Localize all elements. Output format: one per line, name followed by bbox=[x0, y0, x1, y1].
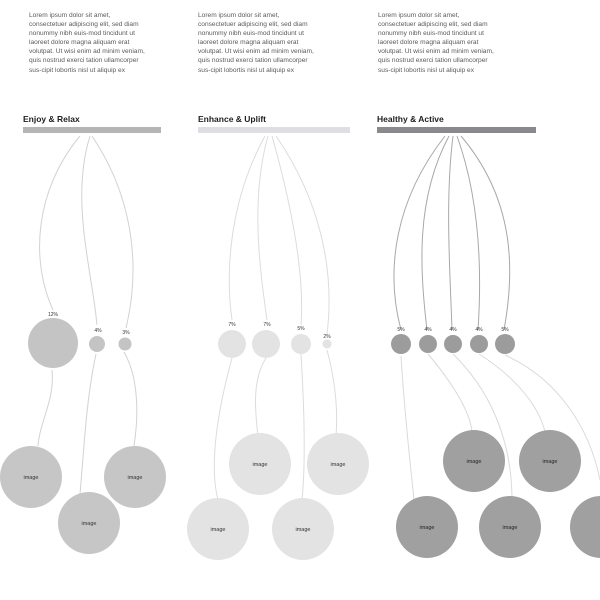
branch-line bbox=[79, 353, 97, 495]
branch-line bbox=[228, 135, 266, 321]
image-placeholder bbox=[570, 496, 600, 558]
percent-node bbox=[218, 330, 246, 358]
percent-node bbox=[419, 335, 437, 353]
percent-node bbox=[252, 330, 280, 358]
branch-line bbox=[400, 355, 415, 501]
image-node-group: image image image image bbox=[396, 430, 600, 558]
branch-line bbox=[81, 135, 98, 326]
branch-line bbox=[123, 351, 138, 447]
branch-group-healthy-active bbox=[393, 135, 511, 331]
column-description: Lorem ipsum dolor sit amet, consectetuer… bbox=[378, 12, 494, 74]
image-label: image bbox=[128, 475, 143, 481]
image-label: image bbox=[331, 462, 346, 468]
image-label: image bbox=[503, 525, 518, 531]
percent-node bbox=[495, 334, 515, 354]
percent-label: 4% bbox=[424, 327, 432, 333]
percent-label: 2% bbox=[323, 334, 331, 340]
percent-node-group: 7% 7% 5% 2% bbox=[218, 322, 332, 358]
branch-line bbox=[271, 135, 303, 326]
image-label: image bbox=[82, 521, 97, 527]
percent-label: 4% bbox=[449, 327, 457, 333]
percent-node-group: 12% 4% 3% bbox=[28, 312, 132, 368]
branch-line bbox=[421, 135, 450, 331]
percent-label: 5% bbox=[297, 326, 305, 332]
percent-node bbox=[28, 318, 78, 368]
column-bar-healthy-active bbox=[377, 127, 536, 133]
column-title-enhance-uplift: Enhance & Uplift bbox=[198, 114, 267, 124]
branch-line bbox=[460, 135, 511, 331]
percent-label: 7% bbox=[263, 322, 271, 328]
branch-group-enjoy-relax bbox=[37, 135, 138, 495]
branch-line bbox=[456, 135, 481, 331]
branch-group-enhance-uplift bbox=[213, 135, 338, 501]
percent-label: 5% bbox=[397, 327, 405, 333]
column-title-healthy-active: Healthy & Active bbox=[377, 114, 444, 124]
branch-line bbox=[213, 357, 233, 501]
branch-line bbox=[37, 369, 53, 447]
branch-line bbox=[504, 354, 600, 481]
image-node-group: image image image image bbox=[187, 433, 369, 560]
percent-node bbox=[470, 335, 488, 353]
column-bar-enhance-uplift bbox=[198, 127, 350, 133]
image-label: image bbox=[296, 527, 311, 533]
percent-node bbox=[89, 336, 105, 352]
branch-line bbox=[91, 135, 134, 329]
percent-label: 4% bbox=[475, 327, 483, 333]
image-placeholder bbox=[443, 430, 505, 492]
branch-line bbox=[300, 353, 305, 501]
image-label: image bbox=[543, 459, 558, 465]
percent-node bbox=[291, 334, 311, 354]
column-bar-enjoy-relax bbox=[23, 127, 161, 133]
column-title-enjoy-relax: Enjoy & Relax bbox=[23, 114, 80, 124]
branch-line bbox=[393, 135, 446, 331]
branch-line bbox=[448, 135, 454, 331]
percent-label: 7% bbox=[228, 322, 236, 328]
image-placeholder bbox=[0, 446, 62, 508]
percent-label: 12% bbox=[48, 312, 59, 318]
column-description: Lorem ipsum dolor sit amet, consectetuer… bbox=[29, 12, 145, 74]
image-label: image bbox=[253, 462, 268, 468]
column-description: Lorem ipsum dolor sit amet, consectetuer… bbox=[198, 12, 314, 74]
image-placeholder bbox=[479, 496, 541, 558]
image-node-group: image image image bbox=[0, 446, 166, 554]
percent-node bbox=[391, 334, 411, 354]
branch-line bbox=[478, 353, 546, 433]
branch-line bbox=[39, 135, 81, 311]
percent-label: 4% bbox=[94, 328, 102, 334]
percent-node bbox=[118, 337, 132, 351]
percent-label: 5% bbox=[501, 327, 509, 333]
image-placeholder bbox=[272, 498, 334, 560]
image-label: image bbox=[467, 459, 482, 465]
image-placeholder bbox=[396, 496, 458, 558]
branch-line bbox=[427, 353, 473, 433]
branch-group-healthy-lower bbox=[400, 353, 600, 501]
branch-line bbox=[326, 349, 338, 437]
image-placeholder bbox=[519, 430, 581, 492]
branch-line bbox=[275, 135, 330, 335]
percent-node-group: 5% 4% 4% 4% 5% bbox=[391, 327, 515, 354]
branch-line bbox=[254, 357, 267, 437]
percent-node bbox=[322, 339, 332, 349]
image-label: image bbox=[24, 475, 39, 481]
image-placeholder bbox=[58, 492, 120, 554]
percent-node bbox=[444, 335, 462, 353]
image-placeholder bbox=[187, 498, 249, 560]
image-placeholder bbox=[229, 433, 291, 495]
branch-line bbox=[257, 135, 269, 321]
percent-label: 3% bbox=[122, 330, 130, 336]
branch-line bbox=[452, 353, 513, 501]
image-placeholder bbox=[307, 433, 369, 495]
image-label: image bbox=[420, 525, 435, 531]
image-label: image bbox=[211, 527, 226, 533]
image-placeholder bbox=[104, 446, 166, 508]
